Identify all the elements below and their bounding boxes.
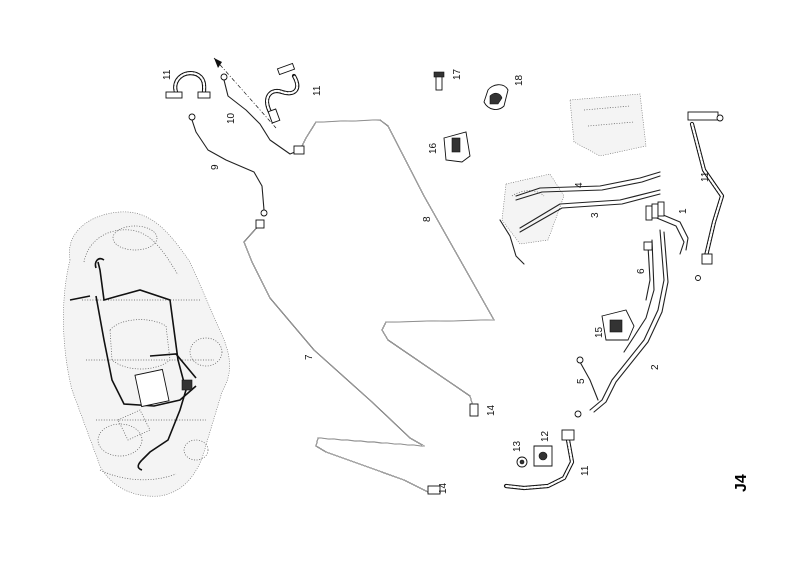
brake-pipe-10 [213,57,301,155]
callout-10: 10 [226,112,237,124]
bolt-17 [433,71,445,91]
bracket-16 [443,131,471,163]
brake-hose-11-bottom [503,410,582,491]
brake-pipe-3 [499,189,661,265]
callout-5: 5 [576,378,587,384]
valve-15 [601,309,635,341]
callout-14-upper: 14 [486,404,497,416]
sheet-code: J4 [733,474,750,492]
brake-pipe-4 [515,171,661,201]
brake-pipe-9 [188,113,268,217]
bracket-12 [533,445,553,467]
callout-18: 18 [514,74,525,86]
vehicle-outline [63,211,230,497]
brake-pipe-6 [643,241,653,301]
brake-pipe-5 [576,356,599,401]
callout-11-top-center: 11 [312,85,323,96]
brake-hose-11-top-left [165,71,211,99]
callout-1: 1 [678,208,689,214]
callout-15: 15 [594,326,605,338]
callout-16: 16 [428,142,439,154]
callout-2: 2 [650,364,661,370]
nut-13 [516,456,528,468]
callout-7: 7 [304,354,315,360]
brake-pipe-7 [243,219,441,495]
callout-11-bottom: 11 [580,465,591,476]
clip-18 [483,84,509,110]
callout-3: 3 [590,212,601,218]
callout-8: 8 [422,216,433,222]
callout-13: 13 [512,440,523,452]
callout-12: 12 [540,430,551,442]
brake-pipe-8 [293,119,495,417]
callout-17: 17 [452,68,463,80]
brake-pipe-2 [589,229,669,413]
brake-hose-11-top-center [265,62,300,124]
brake-hose-11-right [687,111,725,281]
callout-11-right: 11 [700,171,711,182]
callout-6: 6 [636,268,647,274]
callout-14-lower: 14 [438,482,449,494]
callout-4: 4 [574,182,585,188]
callout-9: 9 [210,164,221,170]
callout-labels: 1 2 3 4 5 6 7 8 9 10 11 11 11 11 12 13 1… [162,68,711,494]
brake-pipe-1 [645,201,689,255]
master-cylinder-outline [501,93,647,245]
callout-11-top-left: 11 [162,69,173,80]
